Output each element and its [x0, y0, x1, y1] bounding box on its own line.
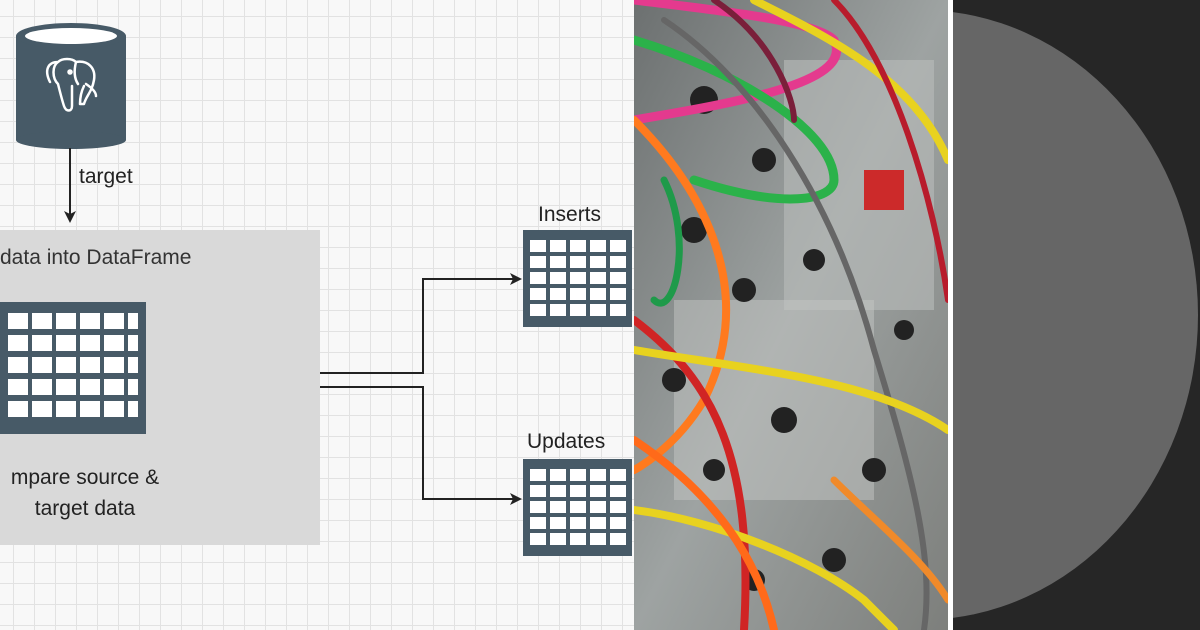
- inserts-label: Inserts: [538, 203, 602, 226]
- diagram-panel: target data into DataFrame mpare source …: [0, 0, 634, 630]
- dark-decor-panel: [953, 0, 1200, 630]
- dataframe-table-icon: [0, 302, 146, 434]
- compare-caption: mpare source & target data: [0, 462, 200, 524]
- updates-table-icon: [523, 459, 632, 556]
- diagram-graphics: [0, 23, 632, 556]
- target-label: target: [79, 165, 133, 188]
- cables-illustration: [634, 0, 948, 630]
- postgresql-elephant-icon: [46, 57, 98, 112]
- compare-line-2: target data: [34, 497, 136, 520]
- inserts-connector: [320, 273, 522, 374]
- dataframe-box-title: data into DataFrame: [0, 246, 192, 269]
- updates-label: Updates: [527, 430, 606, 453]
- updates-connector: [320, 386, 522, 505]
- inserts-table-icon: [523, 230, 632, 327]
- compare-line-1: mpare source &: [10, 466, 160, 489]
- patch-cables-photo: [634, 0, 948, 630]
- gray-half-circle: [953, 10, 1198, 620]
